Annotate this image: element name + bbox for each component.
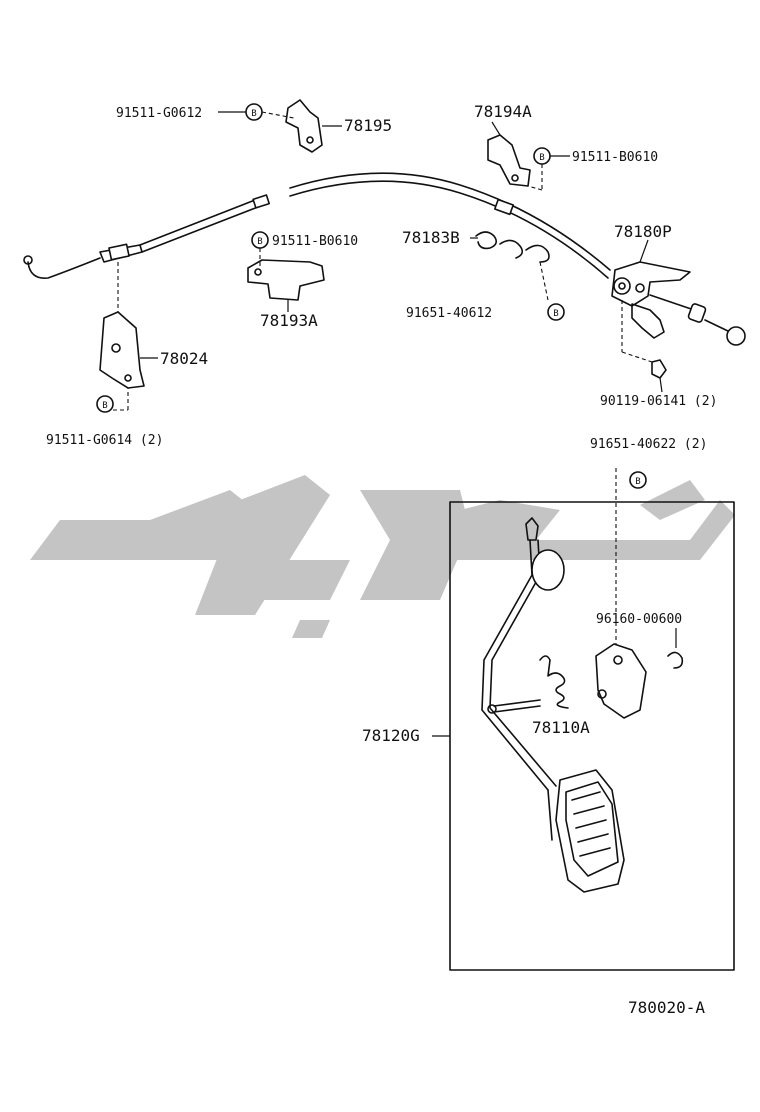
label-91651-40622: 91651-40622 (2): [590, 437, 707, 452]
svg-text:B: B: [102, 401, 107, 411]
label-78180p: 78180P: [614, 222, 672, 241]
figure-code: 780020-A: [628, 998, 705, 1017]
label-78024: 78024: [160, 349, 208, 368]
svg-text:B: B: [539, 153, 544, 163]
bolt-91651-40612: B: [539, 261, 565, 321]
accelerator-pedal-78120g: [432, 517, 625, 893]
label-96160-00600: 96160-00600: [596, 612, 682, 627]
pedal-bracket: [595, 643, 647, 719]
bolt-91511-b0610-mid: B: [251, 231, 269, 266]
watermark-logo: [30, 475, 735, 638]
label-91511-g0612: 91511-G0612: [116, 106, 202, 121]
svg-text:B: B: [257, 237, 262, 247]
accelerator-cable: [23, 172, 746, 346]
bolt-91511-g0612: B: [218, 103, 295, 121]
bolt-91511-g0614: B: [96, 388, 129, 413]
bracket-78180p: [611, 239, 691, 339]
bolt-91511-b0610-top: B: [527, 147, 570, 191]
label-91651-40612: 91651-40612: [406, 306, 492, 321]
svg-text:B: B: [553, 309, 558, 319]
label-91511-b0610-top: 91511-B0610: [572, 150, 658, 165]
clamp-78193a: [247, 259, 325, 312]
label-78194a: 78194A: [474, 102, 532, 121]
label-90119-06141: 90119-06141 (2): [600, 394, 717, 409]
label-78110a: 78110A: [532, 718, 590, 737]
clip-78183b: [470, 231, 550, 263]
clip-96160-00600: [667, 628, 684, 669]
bracket-78194a: [487, 121, 531, 187]
label-78195: 78195: [344, 116, 392, 135]
label-78193a: 78193A: [260, 311, 318, 330]
bolt-90119-06141: [621, 300, 667, 393]
bolt-91651-40622: B: [615, 468, 647, 650]
bracket-78195: [285, 99, 342, 153]
bracket-78024: [99, 262, 158, 389]
part-labels: 78195 91511-G0612 78194A 91511-B0610 781…: [46, 102, 717, 1017]
svg-text:B: B: [635, 477, 640, 487]
label-78120g: 78120G: [362, 726, 420, 745]
label-91511-g0614: 91511-G0614 (2): [46, 433, 163, 448]
label-78183b: 78183B: [402, 228, 460, 247]
svg-text:B: B: [251, 109, 256, 119]
pedal-assembly-box: [449, 501, 735, 971]
spring-78110a: [487, 655, 569, 714]
label-91511-b0610-mid: 91511-B0610: [272, 234, 358, 249]
